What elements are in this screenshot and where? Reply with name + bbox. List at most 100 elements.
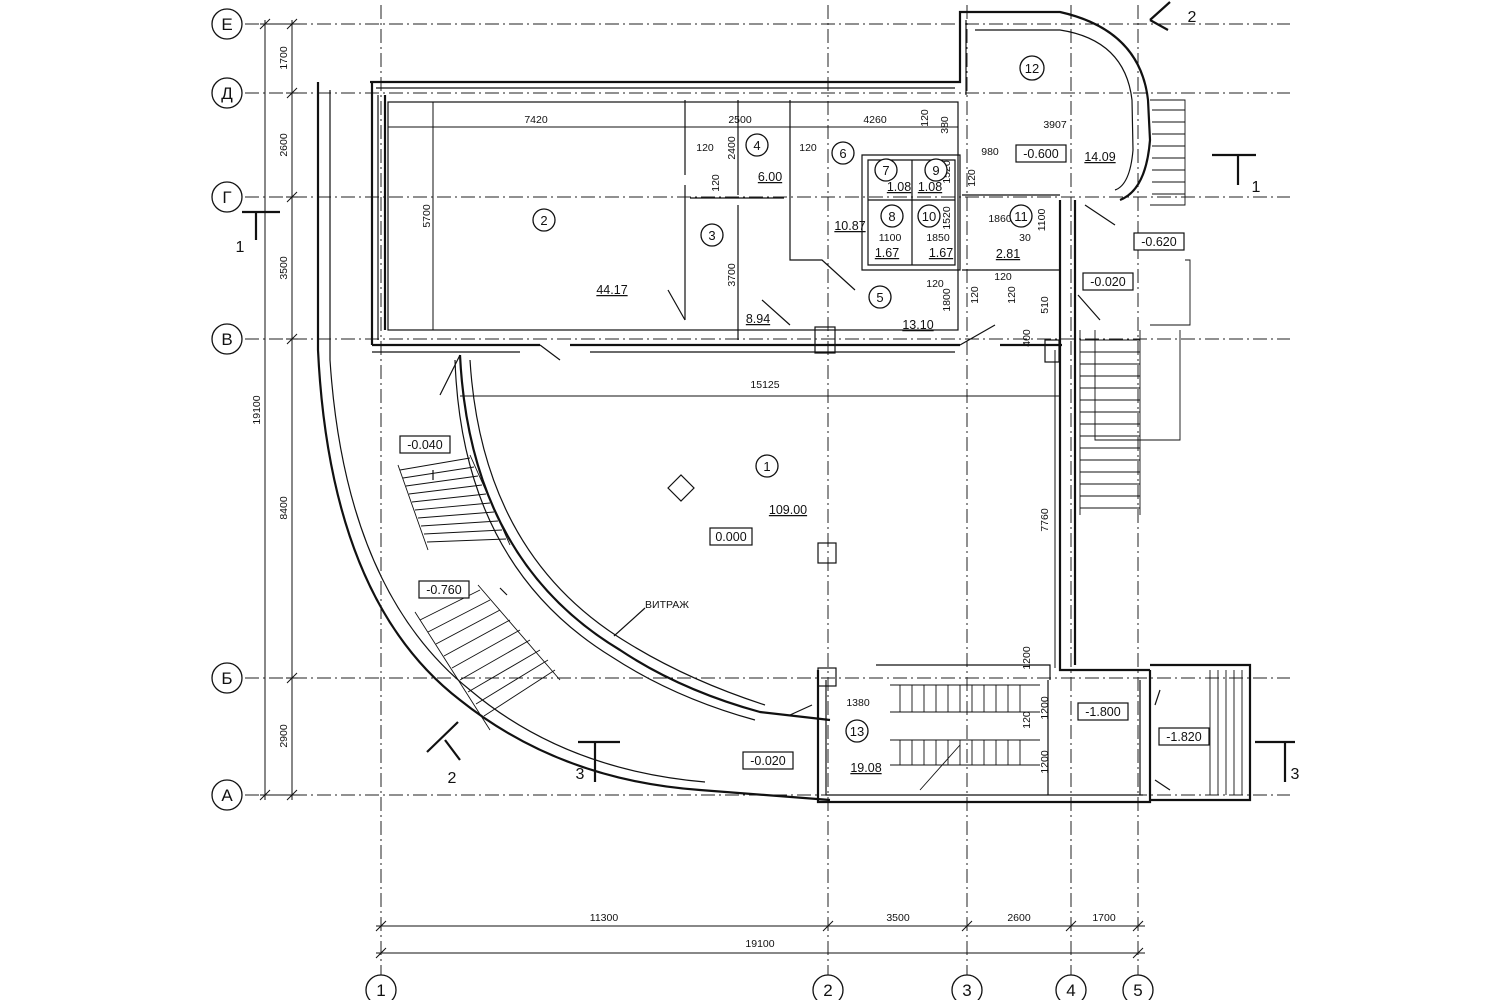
level-mark: -1.820 (1166, 730, 1201, 744)
bottom-dimension-chain: 11300 3500 2600 1700 19100 (375, 912, 1145, 959)
dimension-label: 5700 (421, 204, 433, 228)
dimension-label: 8400 (278, 496, 290, 520)
dimension-label: 120 (969, 286, 981, 304)
dimension-label: 1200 (1021, 646, 1033, 670)
section-mark-label: 3 (576, 766, 585, 783)
room-number: 1 (763, 459, 770, 474)
dimension-label: 3500 (886, 912, 910, 924)
section-mark-label: 1 (1252, 179, 1261, 196)
dimension-label: 2500 (728, 114, 752, 126)
dimension-label: 120 (1006, 286, 1018, 304)
dimension-label: 120 (710, 174, 722, 192)
room-area: 109.00 (769, 503, 807, 517)
stairs (397, 99, 1243, 795)
level-mark: -1.800 (1085, 705, 1120, 719)
section-marks: 1 1 2 2 3 3 (236, 1, 1300, 787)
dimension-label: 3500 (278, 256, 290, 280)
room-number: 3 (708, 228, 715, 243)
dimension-label: 1100 (879, 232, 902, 244)
dimension-label: 1700 (278, 46, 290, 70)
level-mark: 0.000 (715, 530, 746, 544)
vitrazh-label: ВИТРАЖ (645, 599, 689, 611)
dimension-label: 1850 (926, 232, 950, 244)
dimension-label: 7760 (1039, 508, 1051, 532)
dimension-label: 380 (939, 116, 951, 134)
column-axis-markers: 1 2 3 4 5 (365, 974, 1154, 1000)
room-number: 5 (876, 290, 883, 305)
level-marks: 0.000 -0.600 -0.620 -0.020 -0.040 -0.760… (399, 144, 1210, 770)
column-axis-label: 5 (1133, 981, 1142, 1000)
dimension-label: 400 (1021, 329, 1033, 347)
row-axis-label: А (221, 786, 233, 805)
room-number: 7 (882, 163, 889, 178)
column-axis-label: 4 (1066, 981, 1075, 1000)
dimension-label: 4260 (863, 114, 887, 126)
left-dimension-chain: 1700 2600 3500 8400 2900 19100 (251, 18, 300, 801)
row-axis-markers: Е Д Г В Б А (211, 8, 243, 811)
room-area: 8.94 (746, 312, 770, 326)
column-axis-label: 1 (376, 981, 385, 1000)
inner-dimensions: 7420 2500 4260 3907 5700 3700 2400 15125… (388, 102, 1067, 774)
room-number: 2 (540, 213, 547, 228)
level-mark: -0.020 (1090, 275, 1125, 289)
dimension-label: 15125 (750, 379, 779, 391)
level-mark: -0.040 (407, 438, 442, 452)
dimension-label: 2400 (726, 136, 738, 160)
row-axis-label: В (221, 330, 232, 349)
room-area: 44.17 (596, 283, 627, 297)
room-area: 1.08 (887, 180, 911, 194)
dimension-label: 980 (981, 146, 999, 158)
room-area: 1.67 (875, 246, 899, 260)
section-mark-label: 1 (236, 239, 245, 256)
dimension-label: 7420 (524, 114, 548, 126)
dimension-total-label: 19100 (251, 395, 263, 424)
room-area: 1.08 (918, 180, 942, 194)
dimension-label: 1100 (1036, 209, 1048, 232)
dimension-label: 120 (919, 109, 931, 127)
dimension-label: 120 (696, 142, 714, 154)
dimension-label: 120 (1021, 711, 1033, 729)
column-axis-label: 3 (962, 981, 971, 1000)
door-swings (432, 204, 1171, 791)
room-number: 10 (922, 209, 936, 224)
level-mark: -0.620 (1141, 235, 1176, 249)
dimension-label: 1380 (846, 697, 870, 709)
building-walls (316, 10, 1252, 804)
dimension-label: 510 (1039, 296, 1051, 314)
dimension-label: 11300 (590, 912, 619, 924)
room-area: 13.10 (902, 318, 933, 332)
dimension-label: 2900 (278, 724, 290, 748)
room-area: 19.08 (850, 761, 881, 775)
room-area: 6.00 (758, 170, 782, 184)
room-number: 13 (850, 724, 864, 739)
dimension-label: 2600 (1007, 912, 1031, 924)
dimension-label: 3700 (726, 263, 738, 287)
dimension-label: 1520 (941, 206, 953, 230)
dimension-label: 1200 (1039, 696, 1051, 720)
dimension-label: 120 (966, 169, 978, 187)
room-number: 8 (888, 209, 895, 224)
section-mark-label: 3 (1291, 766, 1300, 783)
row-axis-label: Д (221, 84, 233, 103)
dimension-label: 120 (994, 271, 1012, 283)
room-number: 9 (932, 163, 939, 178)
section-mark-label: 2 (1188, 9, 1197, 26)
row-axis-label: Б (221, 669, 232, 688)
row-axis-label: Г (222, 188, 231, 207)
level-mark: -0.020 (750, 754, 785, 768)
dimension-label: 3907 (1043, 119, 1067, 131)
room-number: 4 (753, 138, 760, 153)
dimension-total-label: 19100 (745, 938, 774, 950)
dimension-label: 1700 (1092, 912, 1116, 924)
level-mark: -0.760 (426, 583, 461, 597)
room-tags: 1 109.00 2 44.17 3 8.94 4 6.00 5 13.10 6… (532, 55, 1116, 775)
dimension-label: 1860 (988, 213, 1012, 225)
section-mark-label: 2 (448, 770, 457, 787)
dimension-label: 2600 (278, 133, 290, 157)
dimension-label: 120 (926, 278, 944, 290)
room-area: 2.81 (996, 247, 1020, 261)
room-area: 1.67 (929, 246, 953, 260)
column-axis-label: 2 (823, 981, 832, 1000)
level-mark: -0.600 (1023, 147, 1058, 161)
